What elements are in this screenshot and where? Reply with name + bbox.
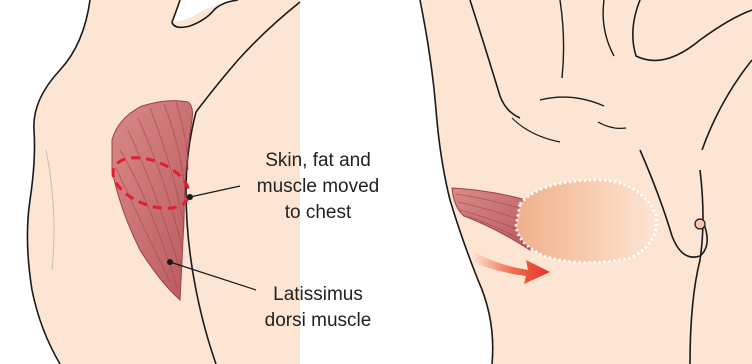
nipple xyxy=(695,219,705,229)
flap-label-line-2: muscle moved xyxy=(257,176,380,197)
flap-label-line-1: Skin, fat and xyxy=(265,150,371,171)
right-figure xyxy=(420,0,752,364)
flap-label-line-3: to chest xyxy=(285,202,352,223)
transplanted-flap xyxy=(516,180,656,263)
muscle-label-line-1: Latissimus xyxy=(273,284,363,305)
muscle-label-line-2: dorsi muscle xyxy=(265,310,372,331)
